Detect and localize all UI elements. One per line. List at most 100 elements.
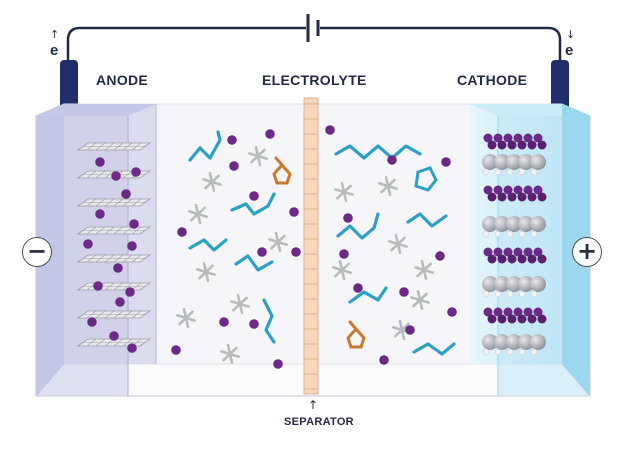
lithium-ion <box>257 247 267 257</box>
metal-oxide-sphere <box>482 216 498 232</box>
metal-oxide-sphere <box>518 276 534 292</box>
solvent-chain <box>336 212 380 240</box>
lithium-ion <box>289 207 299 217</box>
metal-oxide-sphere <box>518 216 534 232</box>
oxygen-sphere <box>506 230 514 238</box>
cathode-terminal <box>551 60 569 110</box>
oxygen-sphere <box>518 290 526 298</box>
lithium-ion <box>113 263 123 273</box>
lithium-ion <box>87 317 97 327</box>
oxygen-sphere <box>494 168 502 176</box>
graphite-layer <box>76 282 152 291</box>
cathode-lithium-ion <box>527 192 537 202</box>
salt-star <box>202 171 222 193</box>
lithium-ion <box>127 241 137 251</box>
lithium-ion <box>93 281 103 291</box>
solvent-chain <box>262 298 276 344</box>
cathode-lithium-ion <box>527 254 537 264</box>
metal-oxide-sphere <box>530 276 546 292</box>
cathode-lithium-ion <box>537 314 547 324</box>
metal-oxide-sphere <box>506 154 522 170</box>
cathode-lithium-ion <box>493 247 503 257</box>
oxygen-sphere <box>530 290 538 298</box>
cathode-lithium-ion <box>493 185 503 195</box>
lithium-ion <box>131 167 141 177</box>
metal-oxide-sphere <box>518 334 534 350</box>
cathode-lithium-ion <box>483 247 493 257</box>
cathode-lithium-ion <box>507 254 517 264</box>
oxygen-sphere <box>482 168 490 176</box>
lithium-ion <box>291 247 301 257</box>
metal-oxide-sphere <box>518 154 534 170</box>
cathode-lithium-ion <box>513 307 523 317</box>
lithium-ion <box>249 191 259 201</box>
lithium-ion <box>109 331 119 341</box>
lithium-ion <box>177 227 187 237</box>
cathode-lithium-ion <box>523 185 533 195</box>
cathode-lithium-ion <box>527 140 537 150</box>
separator-arrow-icon: ↑ <box>308 398 319 412</box>
lithium-ion <box>399 287 409 297</box>
salt-star <box>378 175 398 197</box>
cathode-lithium-ion <box>533 307 543 317</box>
lithium-ion <box>435 251 445 261</box>
lithium-ion <box>273 359 283 369</box>
cathode-lithium-ion <box>523 247 533 257</box>
metal-oxide-sphere <box>530 334 546 350</box>
salt-star <box>334 181 354 203</box>
anode-label: ANODE <box>96 72 149 88</box>
cathode-lithium-ion <box>517 254 527 264</box>
oxygen-sphere <box>482 348 490 356</box>
oxygen-sphere <box>482 230 490 238</box>
cathode-lithium-ion <box>497 254 507 264</box>
salt-star <box>188 203 208 225</box>
metal-oxide-sphere <box>482 276 498 292</box>
cathode-lithium-ion <box>483 307 493 317</box>
salt-star <box>176 307 196 329</box>
oxygen-sphere <box>482 290 490 298</box>
metal-oxide-sphere <box>530 154 546 170</box>
solvent-molecules <box>188 130 456 356</box>
metal-oxide-sphere <box>506 216 522 232</box>
salt-star <box>196 261 216 283</box>
lithium-ion <box>379 355 389 365</box>
metal-oxide-sphere <box>494 216 510 232</box>
salt-stars <box>176 145 434 365</box>
separator-membrane <box>303 97 319 395</box>
lithium-ion <box>83 239 93 249</box>
cathode-lithium-ion <box>487 254 497 264</box>
solvent-chain <box>348 286 388 304</box>
cathode-lithium-ion <box>493 133 503 143</box>
separator <box>303 97 319 395</box>
cathode-lithium-ion <box>533 185 543 195</box>
electron-symbol-right: e <box>565 42 574 59</box>
lithium-ion <box>447 307 457 317</box>
graphite-layer <box>76 198 152 207</box>
cathode-lithium-ion <box>497 192 507 202</box>
lithium-ion <box>127 343 137 353</box>
cathode-lithium-ion <box>537 254 547 264</box>
lithium-ion <box>339 249 349 259</box>
cathode-lithium-ion <box>503 307 513 317</box>
salt-star <box>220 343 240 365</box>
lithium-ion <box>121 189 131 199</box>
cathode-lithium-ion <box>503 247 513 257</box>
metal-oxide-sphere <box>506 276 522 292</box>
solvent-chain <box>230 192 276 216</box>
graphite-layer <box>76 310 152 319</box>
cathode-lithium-ion <box>507 314 517 324</box>
solvent-chain <box>334 144 422 160</box>
salt-star <box>248 145 268 167</box>
cathode-lithium-ion <box>483 185 493 195</box>
oxygen-sphere <box>518 168 526 176</box>
lithium-ions <box>83 125 457 369</box>
electron-symbol-left: e <box>50 42 59 59</box>
oxygen-sphere <box>506 290 514 298</box>
cathode-lithium-ion <box>523 307 533 317</box>
oxygen-sphere <box>506 168 514 176</box>
external-circuit <box>66 14 562 62</box>
cathode-lithium-ion <box>507 192 517 202</box>
cathode-lithium-ion <box>497 140 507 150</box>
cathode-lithium-ion <box>503 133 513 143</box>
